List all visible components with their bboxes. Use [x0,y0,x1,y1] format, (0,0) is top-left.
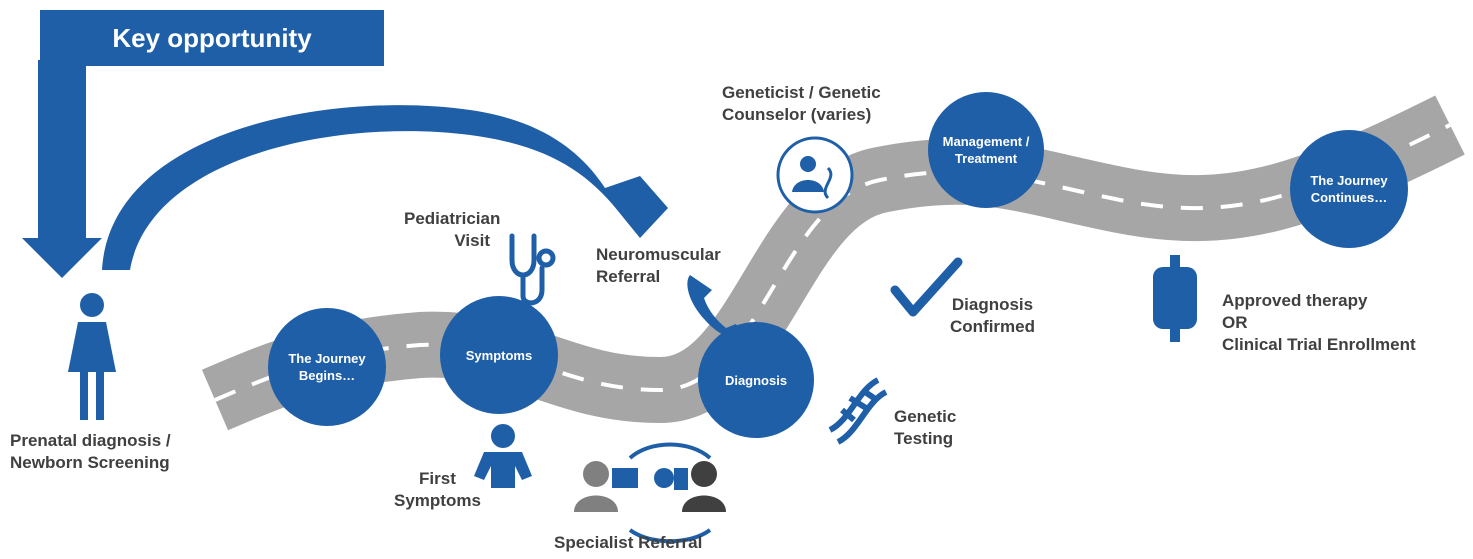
key-opportunity-banner: Key opportunity [40,10,384,66]
road [201,95,1465,431]
node-diagnosis: Diagnosis [698,322,814,438]
prenatal-label-line2: Newborn Screening [10,453,170,472]
therapy-label-line1: Approved therapy [1222,291,1368,310]
node-management-treatment: Management / Treatment [928,92,1044,208]
neuromuscular-label: Neuromuscular Referral [596,244,721,288]
iv-bag-icon [1153,255,1197,342]
node-symptoms-label: Symptoms [465,347,533,363]
first-symptoms-label-line2: Symptoms [394,491,481,510]
node-symptoms: Symptoms [440,296,558,414]
diagnosis-confirmed-label-line2: Confirmed [950,317,1035,336]
node-management-label: Management / Treatment [942,134,1030,166]
pediatrician-label-line1: Pediatrician [404,209,501,228]
person-icon [68,293,116,420]
therapy-label-line3: Clinical Trial Enrollment [1222,335,1416,354]
pediatrician-label: Pediatrician Visit [404,208,500,252]
neuromuscular-label-line2: Referral [596,267,661,286]
neuromuscular-label-line1: Neuromuscular [596,245,721,264]
first-symptoms-label: First Symptoms [394,468,481,512]
genetic-testing-label: Genetic Testing [894,406,956,450]
stethoscope-icon [509,233,556,306]
diagnosis-confirmed-label: Diagnosis Confirmed [950,294,1035,338]
checkmark-icon [890,257,963,317]
diagnosis-confirmed-label-line1: Diagnosis [951,295,1034,314]
node-journey-continues-label: The Journey Continues… [1310,173,1388,205]
genetic-testing-label-line1: Genetic [894,407,957,426]
geneticist-label: Geneticist / Genetic Counselor (varies) [722,82,881,126]
node-diagnosis-label: Diagnosis [724,372,788,388]
genetic-testing-label-line2: Testing [894,429,954,448]
therapy-label-line2: OR [1222,313,1248,332]
pediatrician-label-line2: Visit [454,231,490,250]
curved-arrow [102,105,668,270]
geneticist-label-line2: Counselor (varies) [722,105,872,124]
prenatal-label: Prenatal diagnosis / Newborn Screening [10,430,171,474]
geneticist-label-line1: Geneticist / Genetic [722,83,881,102]
node-journey-continues: The Journey Continues… [1290,130,1408,248]
therapy-label: Approved therapy OR Clinical Trial Enrol… [1222,290,1416,356]
dna-icon [828,377,888,445]
baby-icon [474,424,532,488]
specialist-referral-label: Specialist Referral [554,532,702,554]
first-symptoms-label-line1: First [419,469,456,488]
phone-icon [687,275,744,339]
node-journey-begins: The Journey Begins… [268,308,386,426]
banner-title: Key opportunity [112,22,312,53]
node-journey-begins-label: The Journey Begins… [288,351,366,383]
down-arrow [22,60,102,278]
geneticist-icon [776,136,854,214]
specialist-referral-label-line: Specialist Referral [554,533,703,552]
doctors-referral-icon [574,442,726,544]
prenatal-label-line1: Prenatal diagnosis / [10,431,171,450]
